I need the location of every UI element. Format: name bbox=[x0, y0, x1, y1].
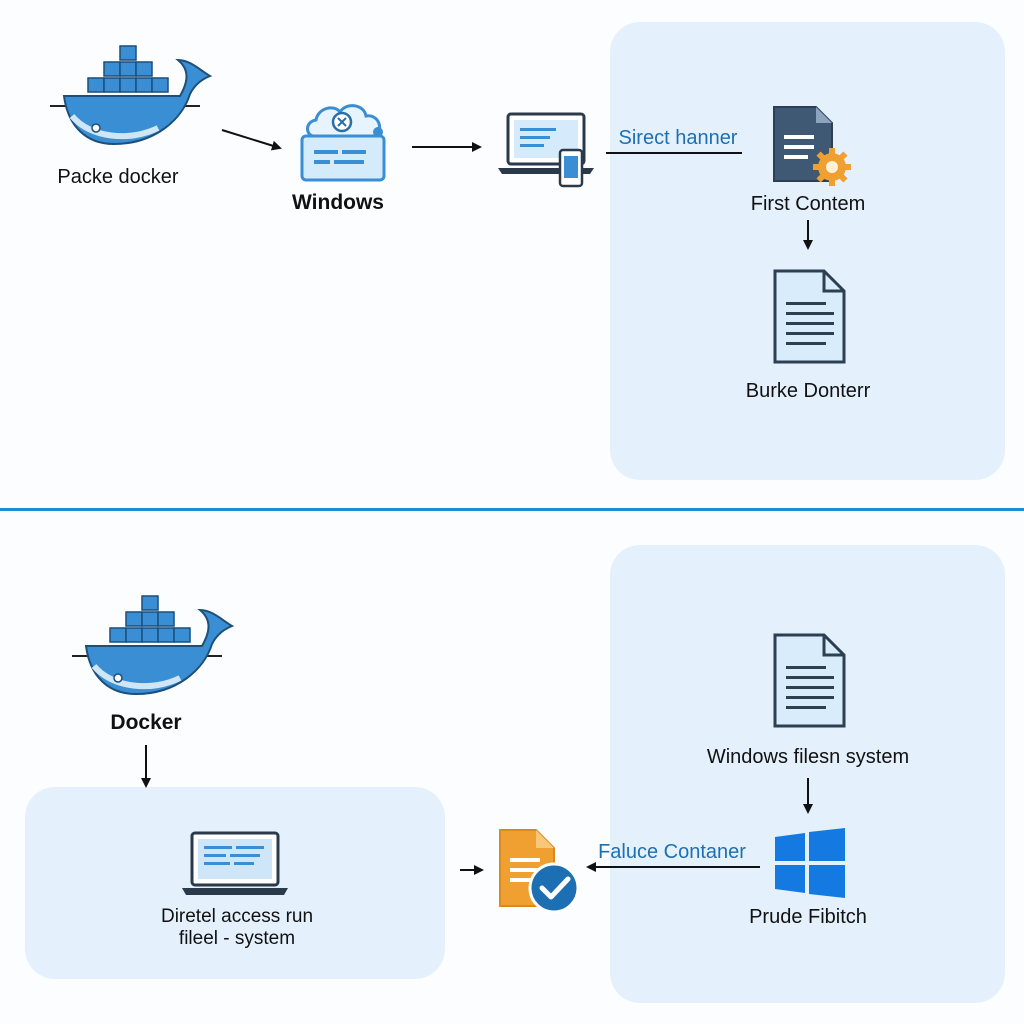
docker-label-top: Packe docker bbox=[57, 166, 179, 188]
windows-logo-label: Prude Fibitch bbox=[749, 906, 867, 928]
docker-whale-icon-bottom bbox=[72, 595, 235, 696]
top-right-panel bbox=[610, 22, 1005, 480]
arrow-label-bottom: Faluce Contaner bbox=[598, 841, 746, 863]
doc-label-top: Burke Donterr bbox=[745, 380, 871, 402]
cloud-window-icon bbox=[300, 104, 386, 182]
laptop-tablet-icon bbox=[498, 112, 594, 188]
windows-fs-label: Windows filesn system bbox=[706, 746, 910, 768]
first-content-label: First Contem bbox=[750, 193, 866, 215]
arrow-docker-to-windows bbox=[221, 129, 282, 151]
document-icon bbox=[773, 269, 846, 364]
document-check-icon bbox=[499, 829, 580, 914]
document-icon-bottom bbox=[773, 633, 846, 728]
docker-whale-icon bbox=[50, 45, 213, 146]
arrow-label-top: Sirect hanner bbox=[618, 127, 738, 149]
windows-logo-icon bbox=[775, 828, 845, 898]
bottom-right-panel bbox=[610, 545, 1005, 1003]
access-label-line2: fileel - system bbox=[178, 928, 296, 949]
windows-label: Windows bbox=[292, 191, 384, 214]
laptop-icon bbox=[182, 831, 288, 895]
access-label-line1: Diretel access run bbox=[160, 906, 314, 927]
docker-label-bottom: Docker bbox=[110, 711, 182, 734]
section-divider bbox=[0, 508, 1024, 511]
document-gear-icon bbox=[773, 106, 851, 186]
